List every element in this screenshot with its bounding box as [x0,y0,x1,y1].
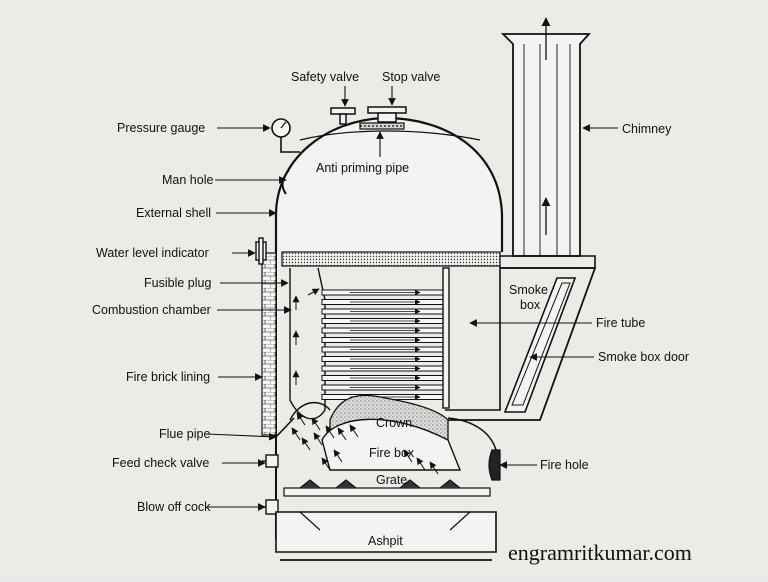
fire-tubes [321,289,447,400]
label-stop-valve: Stop valve [382,70,440,84]
anti-priming-pipe [359,122,405,130]
water-level-indicator [255,237,267,265]
label-blow-off-cock: Blow off cock [137,500,211,514]
firebox-arrow-9 [403,449,413,463]
label-smoke-box-door: Smoke box door [598,350,689,364]
label-anti-priming-pipe: Anti priming pipe [316,161,409,175]
label-flue-pipe: Flue pipe [159,427,210,441]
firebox-arrow-7 [321,457,331,471]
tube-plate [442,267,450,409]
firebox-arrow-5 [337,427,347,441]
label-fire-brick-lining: Fire brick lining [126,370,210,384]
label-ashpit: Ashpit [368,534,403,548]
leader-lines [205,86,618,511]
fire-brick-lining [261,252,277,436]
fire-hole [488,449,501,481]
firebox-outer [289,401,497,451]
blow-off-cock [262,499,279,515]
combustion-chamber [289,267,326,420]
label-fire-hole: Fire hole [540,458,589,472]
label-water-level-indicator: Water level indicator [96,246,209,260]
label-fusible-plug: Fusible plug [144,276,211,290]
firebox-arrow-1 [291,427,301,441]
label-grate: Grate [376,473,407,487]
firebox-arrow-12 [311,417,321,431]
firebox-arrow-10 [416,457,426,471]
label-fire-box: Fire box [369,446,415,460]
label-smoke-box-2: box [520,298,541,312]
combustion-flow-arrows [292,288,320,385]
label-man-hole: Man hole [162,173,213,187]
firebox-arrow-2 [301,437,311,451]
watermark: engramritkumar.com [508,540,692,565]
smoke-box-door [503,277,577,413]
firebox-arrow-4 [325,425,335,439]
label-pressure-gauge: Pressure gauge [117,121,205,135]
label-chimney: Chimney [622,122,672,136]
firebox-arrow-3 [313,432,323,446]
label-fire-tube: Fire tube [596,316,645,330]
firebox-arrow-6 [349,424,359,438]
ashpit [275,511,497,561]
label-external-shell: External shell [136,206,211,220]
firebox-arrow-11 [429,461,439,475]
feed-check-valve [262,454,279,468]
label-feed-check-valve: Feed check valve [112,456,209,470]
stop-valve [367,106,407,123]
firebox-arrow-13 [296,412,306,426]
label-combustion-chamber: Combustion chamber [92,303,211,317]
safety-valve [330,107,356,125]
external-shell [274,116,504,252]
flue-pipe [275,417,295,438]
label-crown: Crown [376,416,412,430]
water-level-band [281,251,501,267]
firebox-flow-arrows [291,412,439,475]
smoke-box [445,255,597,421]
label-safety-valve: Safety valve [291,70,359,84]
grate [283,479,491,497]
pressure-gauge [271,118,300,153]
firebox-arrow-8 [333,449,343,463]
chimney [500,17,592,257]
label-smoke-box-1: Smoke [509,283,548,297]
